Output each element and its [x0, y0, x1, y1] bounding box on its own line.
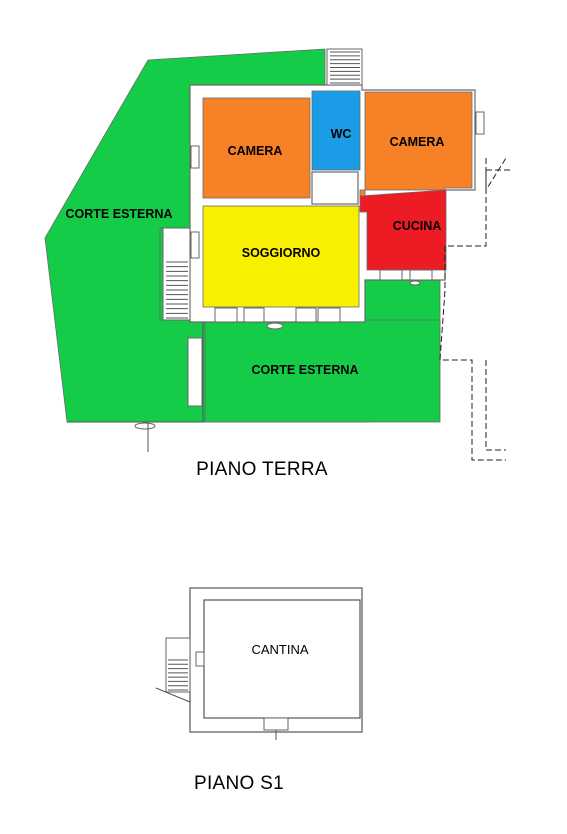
external-stairs — [162, 227, 191, 321]
label-camera-left: CAMERA — [228, 144, 283, 158]
basement-plan: CANTINA PIANO S1 — [155, 587, 363, 794]
corte-esterna-south-area[interactable] — [204, 319, 441, 423]
label-corte-nord: CORTE ESTERNA — [66, 207, 173, 221]
windows — [134, 111, 485, 430]
room-cantina[interactable] — [203, 599, 361, 719]
label-wc: WC — [331, 127, 352, 141]
label-soggiorno: SOGGIORNO — [242, 246, 321, 260]
top-stairs — [326, 48, 363, 86]
room-soggiorno[interactable] — [202, 205, 360, 308]
ground-floor-plan: CORTE ESTERNA CAMERA WC CAMERA SOGGIORNO… — [44, 48, 510, 480]
neighbour-boundary — [439, 157, 510, 461]
room-cucina[interactable] — [359, 189, 447, 271]
garden-gate — [187, 337, 203, 407]
room-camera-left[interactable] — [202, 97, 311, 199]
corridor — [311, 171, 359, 205]
label-cucina: CUCINA — [393, 219, 442, 233]
label-cantina: CANTINA — [251, 642, 308, 657]
room-wc[interactable] — [311, 90, 361, 171]
label-camera-right: CAMERA — [390, 135, 445, 149]
basement-stairs — [155, 637, 191, 703]
label-corte-sud: CORTE ESTERNA — [252, 363, 359, 377]
ground-floor-title: PIANO TERRA — [196, 459, 328, 480]
basement-title: PIANO S1 — [194, 773, 284, 794]
